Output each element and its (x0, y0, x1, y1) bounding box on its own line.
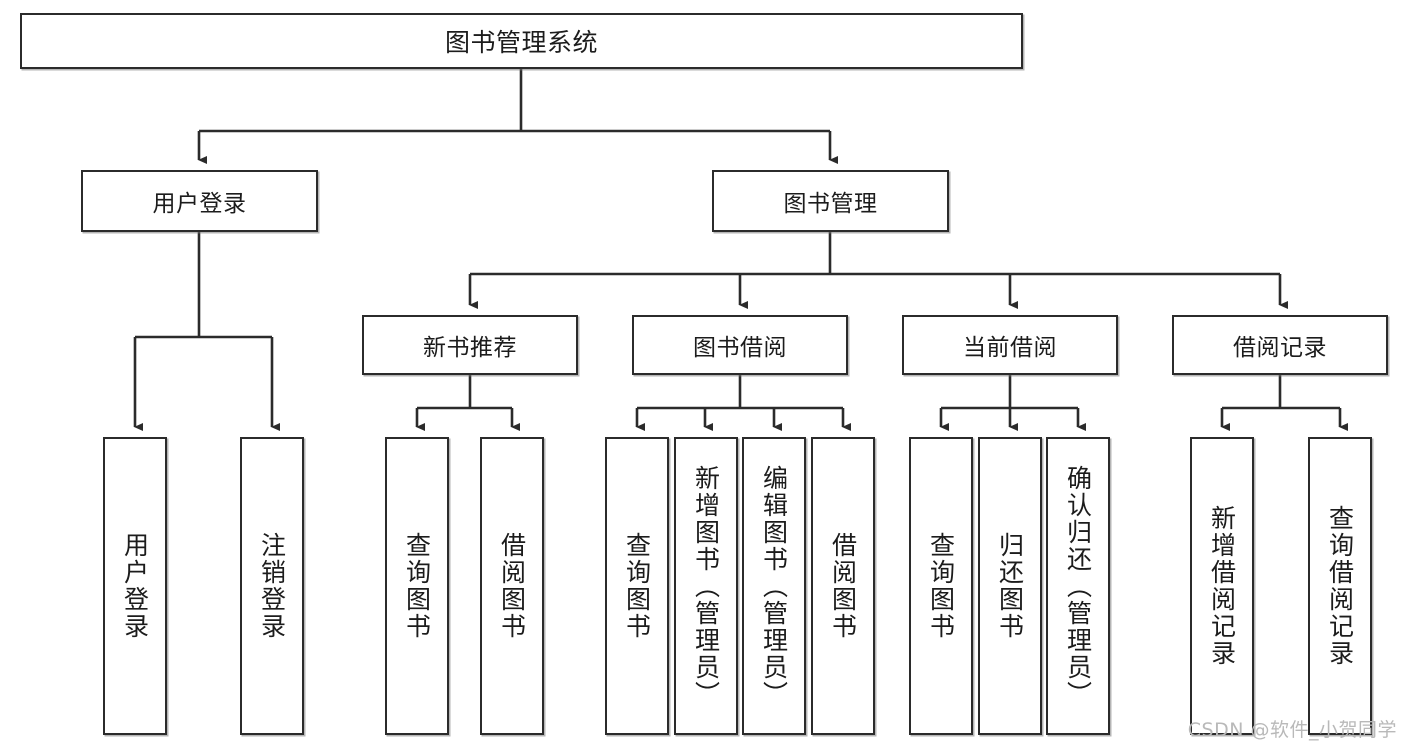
leaf-return-book[interactable]: 归还图书 (978, 437, 1042, 735)
node-label-user-login: 用户登录 (152, 191, 247, 217)
node-new-book-recommend[interactable]: 新书推荐 (362, 315, 578, 375)
leaf-add-record[interactable]: 新增借阅记录 (1190, 437, 1254, 735)
node-label-book-admin: 图书管理 (783, 191, 878, 217)
node-current-borrow[interactable]: 当前借阅 (902, 315, 1118, 375)
leaf-edit-book[interactable]: 编辑图书（管理员） (742, 437, 806, 735)
leaf-label-query-book-3: 查询图书 (926, 532, 956, 640)
node-book-admin[interactable]: 图书管理 (712, 170, 949, 232)
leaf-label-confirm-return: 确认归还（管理员） (1063, 464, 1093, 708)
leaf-query-book-2[interactable]: 查询图书 (605, 437, 669, 735)
leaf-label-add-record: 新增借阅记录 (1207, 505, 1237, 667)
leaf-query-book-3[interactable]: 查询图书 (909, 437, 973, 735)
leaf-label-return-book: 归还图书 (995, 532, 1025, 640)
leaf-label-add-book: 新增图书（管理员） (691, 464, 721, 708)
leaf-add-book[interactable]: 新增图书（管理员） (674, 437, 738, 735)
leaf-label-borrow-book-1: 借阅图书 (497, 532, 527, 640)
leaf-query-record[interactable]: 查询借阅记录 (1308, 437, 1372, 735)
leaf-label-edit-book: 编辑图书（管理员） (759, 464, 789, 708)
node-label-root: 图书管理系统 (444, 28, 598, 57)
leaf-borrow-book-1[interactable]: 借阅图书 (480, 437, 544, 735)
leaf-borrow-book-2[interactable]: 借阅图书 (811, 437, 875, 735)
leaf-label-query-book-1: 查询图书 (402, 532, 432, 640)
leaf-query-book-1[interactable]: 查询图书 (385, 437, 449, 735)
node-label-book-borrow: 图书借阅 (693, 335, 787, 361)
leaf-user-logout[interactable]: 注销登录 (240, 437, 304, 735)
leaf-label-user-logout: 注销登录 (257, 532, 287, 640)
node-label-current-borrow: 当前借阅 (963, 335, 1057, 361)
leaf-confirm-return[interactable]: 确认归还（管理员） (1046, 437, 1110, 735)
leaf-label-borrow-book-2: 借阅图书 (828, 532, 858, 640)
leaf-label-user-login: 用户登录 (120, 532, 150, 640)
node-book-borrow[interactable]: 图书借阅 (632, 315, 848, 375)
leaf-user-login[interactable]: 用户登录 (103, 437, 167, 735)
node-root-book-management-system[interactable]: 图书管理系统 (20, 13, 1023, 69)
node-borrow-record[interactable]: 借阅记录 (1172, 315, 1388, 375)
node-label-borrow-record: 借阅记录 (1233, 335, 1327, 361)
leaf-label-query-record: 查询借阅记录 (1325, 505, 1355, 667)
node-label-new-book-recommend: 新书推荐 (423, 335, 517, 361)
leaf-label-query-book-2: 查询图书 (622, 532, 652, 640)
node-user-login[interactable]: 用户登录 (81, 170, 318, 232)
